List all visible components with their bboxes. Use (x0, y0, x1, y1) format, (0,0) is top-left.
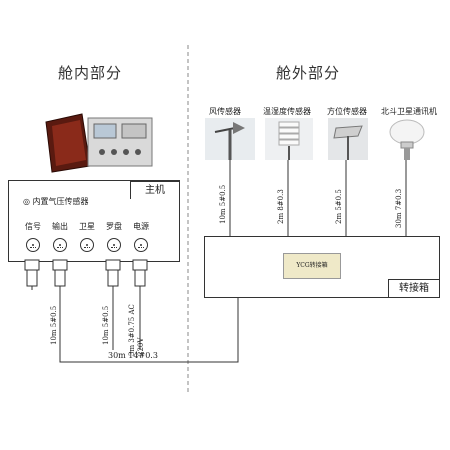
port-label-compass: 罗盘 (106, 222, 122, 231)
main-cable-label: 30m 14#0.3 (108, 351, 158, 360)
port-power (134, 238, 148, 252)
port-signal (26, 238, 40, 252)
junction-module-label: YCG转接箱 (296, 262, 328, 269)
port-label-output: 输出 (52, 222, 68, 231)
direction-sensor-image (328, 118, 368, 160)
main-cable-line (59, 298, 239, 363)
temp-humidity-sensor-image (265, 118, 313, 160)
direction-sensor-label: 方位传感器 (327, 107, 367, 116)
port-output (53, 238, 67, 252)
host-connectors (24, 259, 148, 287)
junction-box: YCG转接箱 (204, 236, 440, 298)
port-label-signal: 信号 (25, 222, 41, 231)
wind-sensor-image (205, 118, 255, 160)
direction-cable-label: 2m 5#0.5 (335, 189, 343, 224)
output-cable-label: 10m 5#0.5 (50, 305, 58, 345)
temp-humidity-sensor-label: 温湿度传感器 (263, 107, 311, 116)
beidou-terminal-image (389, 119, 425, 160)
wind-sensor-label: 风传感器 (209, 107, 241, 116)
host-device-photo (45, 113, 153, 173)
port-satellite (80, 238, 94, 252)
port-label-satellite: 卫星 (79, 222, 95, 231)
compass-cable-label: 10m 5#0.5 (102, 305, 110, 345)
beidou-terminal-label: 北斗卫星通讯机 (381, 107, 437, 116)
power-cable-label: 3m 3#0.75 AC 220V (128, 304, 145, 356)
outside-section-title: 舱外部分 (276, 64, 341, 82)
inside-section-title: 舱内部分 (58, 64, 123, 82)
temp-cable-label: 2m 8#0.3 (277, 189, 285, 224)
host-label: 主机 (130, 181, 179, 199)
beidou-cable-label: 30m 7#0.3 (395, 188, 403, 228)
junction-label: 转接箱 (388, 279, 439, 297)
wind-cable-label: 10m 5#0.5 (219, 184, 227, 224)
junction-module: YCG转接箱 (283, 253, 341, 279)
port-label-power: 电源 (133, 222, 149, 231)
port-compass (107, 238, 121, 252)
pressure-sensor-label: ◎ 内置气压传感器 (23, 197, 89, 206)
